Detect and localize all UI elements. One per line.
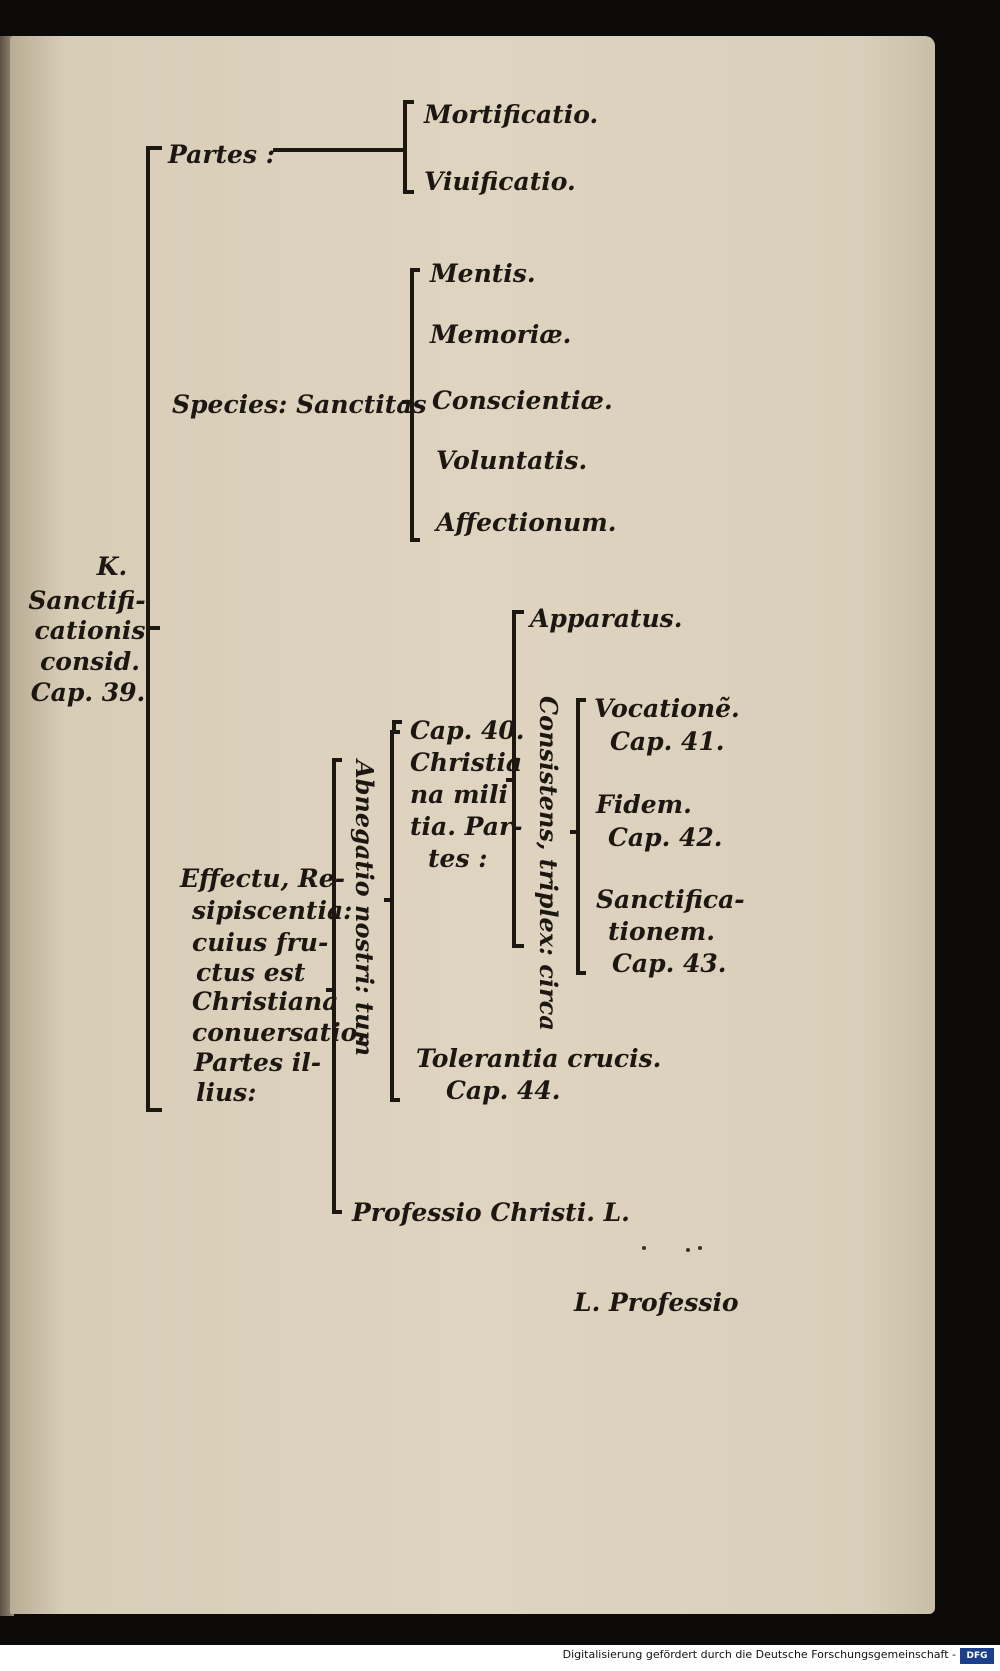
root-line-3: consid.	[40, 647, 140, 676]
bracket-effectu	[326, 758, 342, 1214]
tolerantia-cap: Cap. 44.	[446, 1076, 561, 1105]
root-line-4: Cap. 39.	[30, 678, 146, 707]
vocatio-cap: Cap. 41.	[610, 727, 725, 756]
book-page	[10, 36, 935, 1614]
sanctificatio-label: Sanctifica-	[596, 885, 745, 914]
effectu-line-5: Christiana	[192, 987, 339, 1016]
root-line-2: cationis	[34, 616, 146, 645]
ink-spot	[642, 1246, 646, 1250]
bracket-consistens	[506, 610, 524, 948]
militia-line-1: Cap. 40.	[410, 716, 525, 745]
sanctificatio-label-2: tionem.	[608, 917, 715, 946]
bracket-species	[402, 268, 420, 542]
effectu-line-4: ctus est	[196, 958, 306, 987]
apparatus-label: Apparatus.	[530, 604, 683, 633]
militia-line-3: na mili	[410, 780, 509, 809]
species-item-3: Conscientiæ.	[432, 386, 613, 415]
root-letter: K.	[96, 552, 128, 581]
ink-spot	[686, 1248, 690, 1252]
tolerantia-label: Tolerantia crucis.	[416, 1044, 662, 1073]
species-label: Species: Sanctitas	[172, 390, 427, 419]
dfg-logo: DFG	[960, 1648, 994, 1664]
effectu-line-6: conuersatio.	[192, 1018, 366, 1047]
effectu-line-2: sipiscentia:	[192, 896, 353, 925]
effectu-line-3: cuius fru-	[192, 928, 329, 957]
ink-spot	[698, 1246, 702, 1250]
effectu-line-1: Effectu, Re-	[180, 864, 346, 893]
bracket-triplex	[570, 698, 586, 975]
professio-label: Professio Christi. L.	[352, 1198, 630, 1227]
sanctificatio-cap: Cap. 43.	[612, 949, 727, 978]
bracket-partes	[396, 100, 414, 194]
partes-item-2: Viuificatio.	[424, 167, 576, 196]
bracket-abnegatio	[384, 730, 400, 1102]
consistens-vertical-label: Consistens, triplex: circa	[534, 696, 563, 1031]
root-line-1: Sanctifi-	[28, 586, 146, 615]
militia-line-2: Christia	[410, 748, 523, 777]
partes-item-1: Mortificatio.	[424, 100, 599, 129]
bracket-militia	[392, 720, 402, 732]
effectu-line-7: Partes il-	[194, 1048, 322, 1077]
militia-line-5: tes :	[428, 844, 488, 873]
species-item-1: Mentis.	[430, 259, 536, 288]
species-item-4: Voluntatis.	[436, 446, 588, 475]
species-item-2: Memoriæ.	[430, 320, 572, 349]
fidem-cap: Cap. 42.	[608, 823, 723, 852]
vocatio-label: Vocationẽ.	[594, 694, 740, 723]
militia-line-4: tia. Par-	[410, 812, 523, 841]
abnegatio-vertical-label: Abnegatio nostri: tum	[350, 760, 379, 1056]
partes-label: Partes :	[168, 140, 275, 169]
bracket-root	[146, 146, 162, 1112]
fidem-label: Fidem.	[596, 790, 692, 819]
digitization-footer: Digitalisierung gefördert durch die Deut…	[0, 1645, 1000, 1671]
effectu-line-8: lius:	[196, 1078, 257, 1107]
catchword: L. Professio	[574, 1288, 739, 1317]
footer-credit: Digitalisierung gefördert durch die Deut…	[562, 1648, 956, 1661]
species-item-5: Affectionum.	[436, 508, 617, 537]
